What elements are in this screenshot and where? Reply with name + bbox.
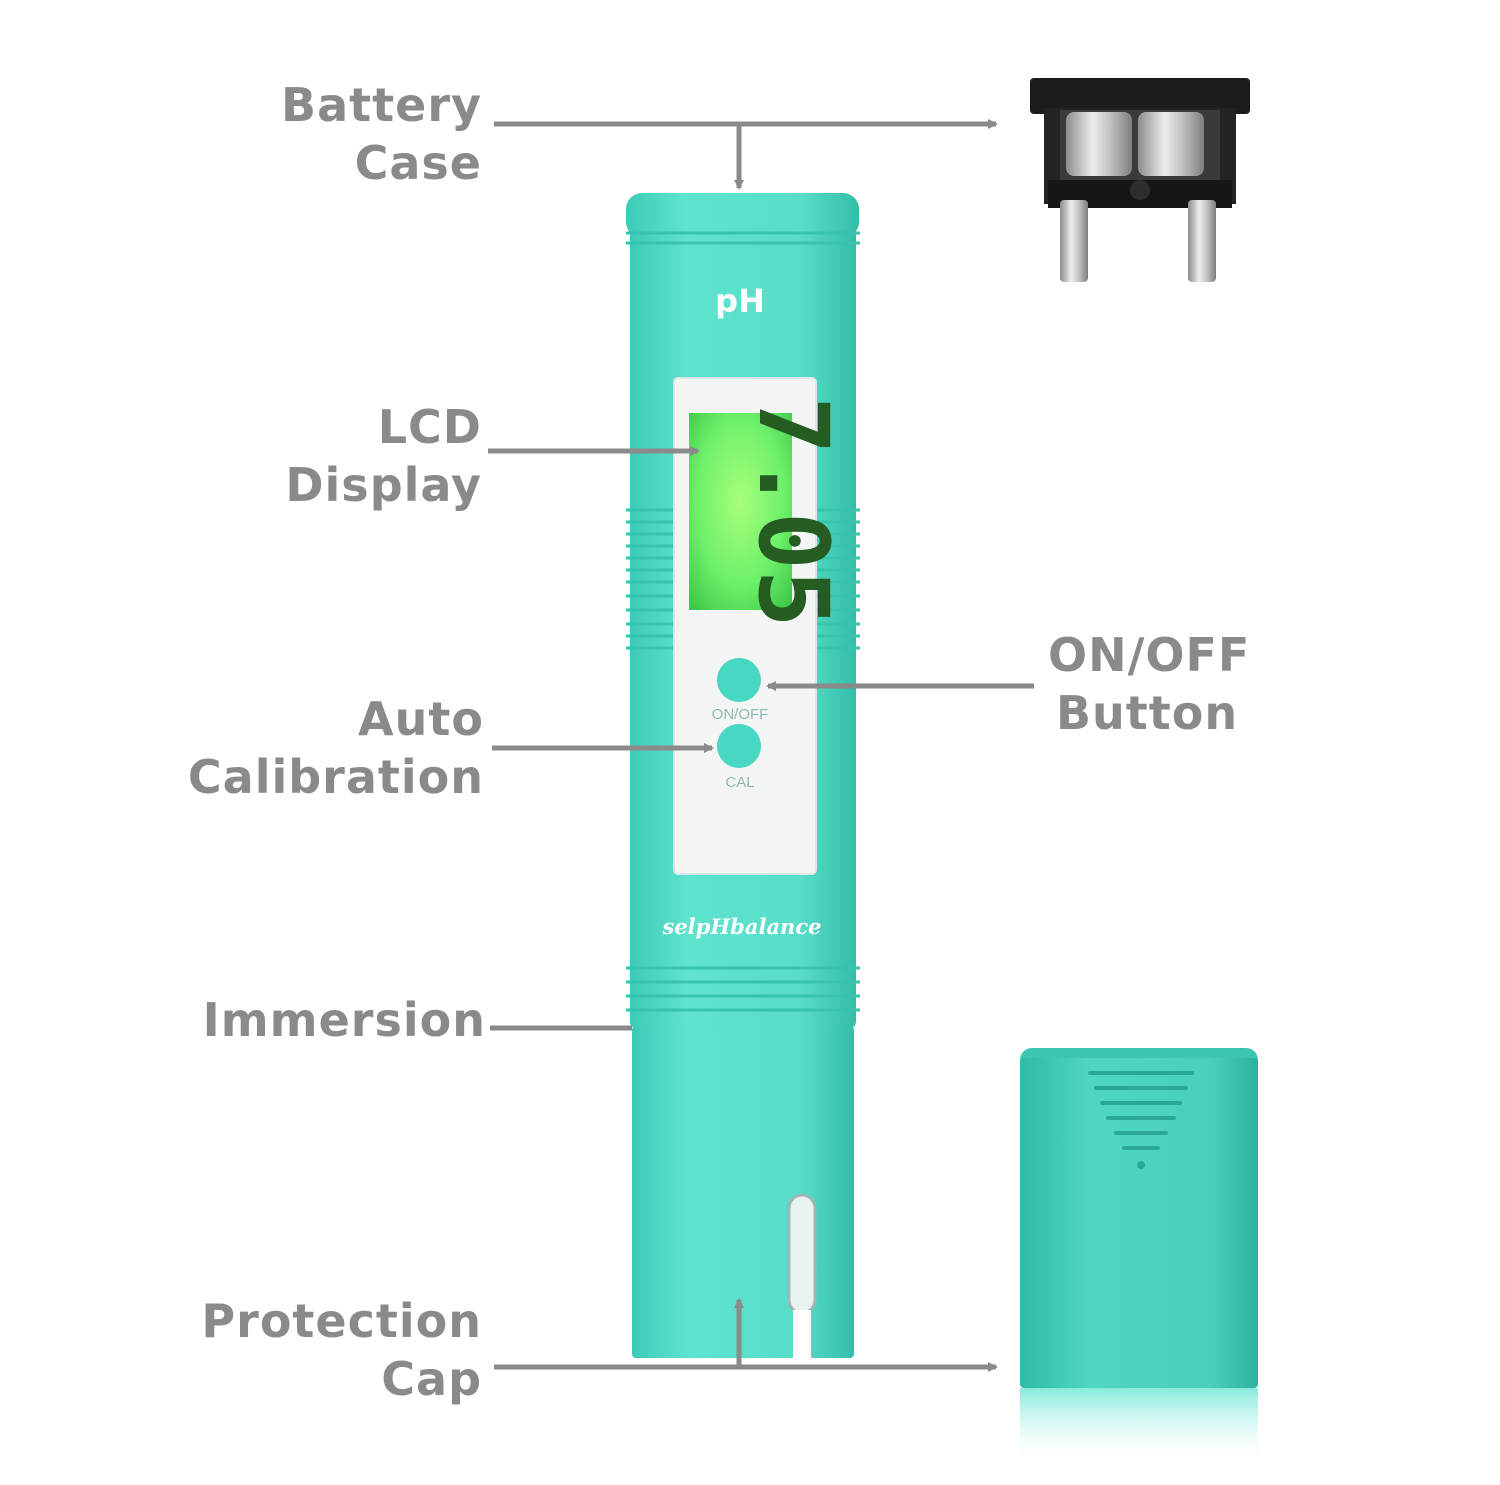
on-off-label: ON/OFF	[712, 706, 769, 723]
battery-case-image	[1030, 78, 1250, 282]
immersion-label-line1: Immersion	[202, 993, 486, 1047]
on-off-button[interactable]	[717, 658, 761, 702]
auto-calibration-label: Auto Calibration	[150, 690, 484, 806]
on-off-button-label-line2: Button	[1056, 686, 1239, 740]
protection-cap-label: Protection Cap	[160, 1292, 482, 1408]
immersion-section	[632, 1026, 854, 1358]
cal-button[interactable]	[717, 724, 761, 768]
lcd-display-label-line2: Display	[285, 458, 482, 512]
battery-case-label: Battery Case	[240, 76, 482, 192]
battery-case-top	[626, 193, 859, 238]
electrode-notch	[793, 1310, 811, 1358]
battery-case-label-line2: Case	[354, 136, 482, 190]
lcd-display-label: LCD Display	[240, 398, 482, 514]
protection-cap-image	[1020, 1048, 1258, 1468]
ph-label: pH	[715, 282, 765, 320]
brand-logo: selpHbalance	[662, 914, 822, 939]
electrode-window	[787, 1193, 817, 1315]
callouts	[488, 119, 1034, 1372]
auto-calibration-label-line1: Auto	[358, 692, 484, 746]
lcd-display-label-line1: LCD	[377, 400, 482, 454]
on-off-button-label: ON/OFF Button	[1048, 626, 1308, 742]
immersion-label: Immersion	[160, 991, 486, 1049]
protection-cap-label-line1: Protection	[201, 1294, 482, 1348]
lcd-screen	[689, 413, 792, 610]
auto-calibration-label-line2: Calibration	[187, 750, 484, 804]
lcd-reading: 7.05	[737, 396, 849, 627]
cal-label: CAL	[725, 774, 754, 791]
protection-cap-label-line2: Cap	[381, 1352, 482, 1406]
on-off-button-label-line1: ON/OFF	[1048, 628, 1251, 682]
battery-case-label-line1: Battery	[281, 78, 482, 132]
